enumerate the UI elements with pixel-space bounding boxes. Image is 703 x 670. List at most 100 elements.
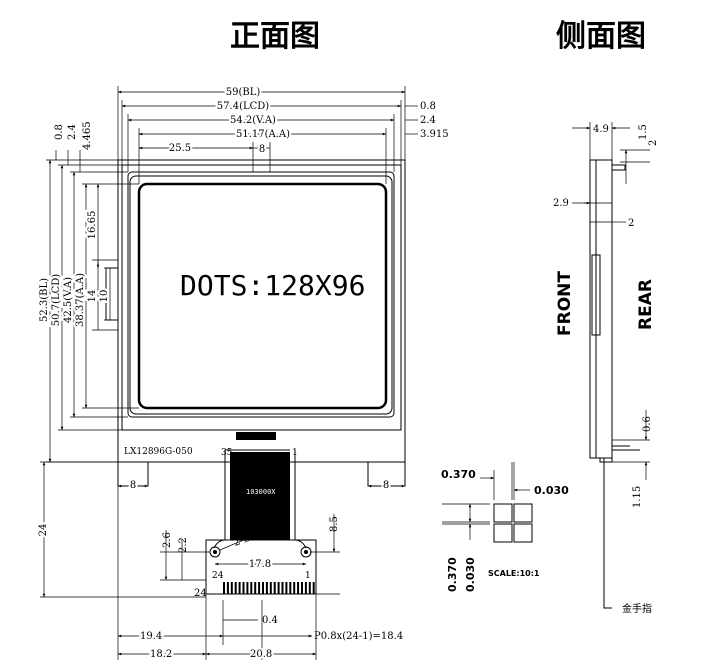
front-view: DOTS:128X96 LX12896G-050 103000X 35 1 24… (105, 159, 406, 595)
detail-0-370-h: 0.370 (441, 468, 476, 481)
dots-label: DOTS:128X96 (180, 269, 365, 302)
fpc-pin (258, 582, 261, 594)
fpc-pin (293, 582, 296, 594)
dim-4-465: 4.465 (82, 121, 93, 150)
fpc-pin (304, 582, 307, 594)
side-dim-2-9: 2.9 (553, 198, 569, 209)
fpc-dark-area (230, 452, 290, 540)
fpc-pin (269, 582, 272, 594)
side-dim-1-15: 1.15 (632, 486, 643, 508)
fpc-pin (238, 582, 241, 594)
dim-0-4: 0.4 (262, 615, 278, 626)
fpc-pin (223, 582, 225, 594)
side-body (589, 159, 613, 459)
dim-8-bottom-left: 8 (130, 480, 136, 491)
dim-24-vertical: 24 (38, 524, 49, 537)
side-rear-label: REAR (636, 279, 656, 330)
dim-aa-height: 38.37(A.A) (75, 273, 86, 327)
pin-1-label: 1 (305, 571, 311, 581)
dim-2-4-top: 2.4 (67, 124, 78, 140)
detail-0-030-v: 0.030 (464, 557, 477, 592)
pixel-cell-tl (493, 503, 513, 523)
dim-14: 14 (87, 290, 98, 303)
side-view: 4.9 1.5 2 2.9 2 0.6 1.15 FRONT REAR 金手指 (553, 122, 659, 615)
fpc-pin (265, 582, 268, 594)
dim-17-8: 17.8 (249, 559, 271, 570)
dim-25-5: 25.5 (169, 143, 191, 154)
fpc-pin (285, 582, 288, 594)
bottom-dimensions: 8 8 17.8 0.4 19.4 P0.8x(24-1)=18.4 18.2 … (117, 478, 406, 662)
dim-bl-width: 59(BL) (226, 87, 261, 98)
dim-va-width: 54.2(V.A) (230, 115, 276, 126)
fpc-pins (223, 582, 315, 594)
dim-20-8: 20.8 (250, 649, 272, 660)
fpc-pin (254, 582, 257, 594)
dim-2-2: 2.2 (178, 537, 189, 553)
side-front-label: FRONT (555, 271, 575, 336)
dim-8-bottom-right: 8 (383, 480, 389, 491)
gold-finger-cable (603, 458, 612, 609)
dim-lcd-height: 50.7(LCD) (51, 274, 62, 326)
fpc-pin (246, 582, 249, 594)
fpc-pin (242, 582, 245, 594)
fpc-pin (281, 582, 284, 594)
side-dim-0-6: 0.6 (642, 416, 653, 432)
dim-19-4: 19.4 (140, 631, 162, 642)
fpc-pin (226, 582, 229, 594)
model-number: LX12896G-050 (124, 447, 193, 457)
connector-slot (236, 432, 276, 440)
dim-pitch: P0.8x(24-1)=18.4 (314, 631, 403, 642)
dim-18-2: 18.2 (150, 649, 172, 660)
pixel-detail: 0.370 0.030 0.370 0.030 SCALE:10:1 (441, 462, 569, 592)
dim-8-5: 8.5 (329, 516, 340, 532)
side-glass (591, 254, 601, 336)
fpc-pin (277, 582, 280, 594)
fpc-pin (234, 582, 237, 594)
fpc-pin (308, 582, 311, 594)
fpc-pin (273, 582, 276, 594)
side-dim-2: 2 (628, 218, 634, 229)
fpc-pin (289, 582, 292, 594)
detail-0-370-v: 0.370 (446, 557, 459, 592)
fpc-pin (301, 582, 303, 594)
fpc-pin (250, 582, 253, 594)
detail-scale: SCALE:10:1 (488, 569, 540, 578)
fpc-code: 103000X (246, 488, 276, 496)
dim-2-6: 2.6 (162, 532, 173, 548)
dim-8-top: 8 (259, 144, 265, 155)
gold-finger-label: 金手指 (622, 602, 652, 615)
side-dim-2-top: 2 (648, 140, 659, 146)
dim-aa-width: 51.17(A.A) (236, 129, 290, 140)
dim-0-8-top: 0.8 (54, 124, 65, 140)
pixel-cell-br (513, 523, 533, 543)
pixel-cell-tr (513, 503, 533, 523)
dim-2-4-right: 2.4 (420, 115, 436, 126)
fpc-pin (262, 582, 264, 594)
dim-lcd-width: 57.4(LCD) (217, 101, 269, 112)
fpc-pin (230, 582, 233, 594)
viewing-area (127, 171, 395, 418)
dim-va-height: 42.5(V.A) (63, 277, 74, 323)
dim-24-label: 24 (194, 588, 207, 599)
horizontal-dimensions: 59(BL) 57.4(LCD) 54.2(V.A) 51.17(A.A) 25… (117, 85, 449, 184)
pin-24-label: 24 (212, 571, 224, 581)
dim-0-8-right: 0.8 (420, 101, 436, 112)
pin-first-label: 35 (221, 448, 233, 458)
dim-3-915: 3.915 (420, 129, 449, 140)
dim-bl-height: 52.3(BL) (39, 278, 50, 322)
front-view-title: 正面图 (230, 19, 320, 54)
dim-16-65: 16.65 (87, 211, 98, 240)
pixel-cell-bl (493, 523, 513, 543)
vertical-dimensions: 52.3(BL) 50.7(LCD) 42.5(V.A) 38.37(A.A) … (36, 121, 340, 599)
detail-0-030-h: 0.030 (534, 484, 569, 497)
lcd-glass-outline (121, 164, 402, 431)
side-dim-1-5: 1.5 (638, 124, 649, 140)
fpc-pin (297, 582, 300, 594)
side-dim-4-9: 4.9 (593, 124, 609, 135)
active-area (137, 182, 388, 410)
side-view-title: 侧面图 (556, 19, 646, 54)
dim-10: 10 (99, 290, 110, 303)
fpc-cable: 103000X 35 1 24 1 (205, 448, 317, 595)
fpc-pin (312, 582, 315, 594)
